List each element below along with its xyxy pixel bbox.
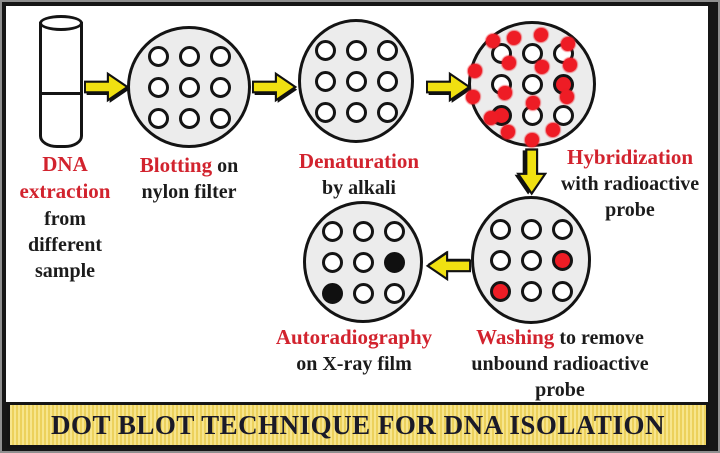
diagram-panel: DNA extraction from different sample Blo… — [6, 6, 708, 402]
label-dna-extraction-red: DNA extraction — [19, 152, 111, 204]
empty-dot — [521, 42, 543, 64]
empty-dot — [352, 282, 374, 304]
empty-dot — [314, 70, 336, 92]
label-autoradiography: Autoradiography on X-ray film — [264, 324, 444, 377]
radioactive-probe-speckle — [498, 86, 512, 100]
empty-dot — [352, 220, 374, 242]
radioactive-probe-speckle — [466, 90, 480, 104]
empty-dot — [489, 249, 511, 271]
label-washing-black: to remove unbound radioactive probe — [471, 327, 649, 402]
membrane-hybridization — [466, 21, 596, 147]
radioactive-probe-speckle — [560, 90, 574, 104]
radioactive-probe-speckle — [561, 37, 575, 51]
membrane-washing — [471, 196, 591, 324]
empty-dot — [376, 70, 398, 92]
empty-dot — [552, 104, 574, 126]
empty-dot — [345, 101, 367, 123]
dot-grid — [489, 218, 573, 302]
label-denaturation-red: Denaturation — [298, 149, 420, 173]
empty-dot — [345, 70, 367, 92]
title-banner: DOT BLOT TECHNIQUE FOR DNA ISOLATION — [7, 402, 709, 448]
empty-dot — [551, 280, 573, 302]
label-hybridization-black: with radioactive probe — [560, 173, 700, 222]
empty-dot — [314, 101, 336, 123]
radioactive-probe-speckle — [502, 56, 516, 70]
empty-dot — [321, 251, 343, 273]
empty-dot — [520, 218, 542, 240]
empty-dot — [147, 45, 169, 67]
diagram-title: DOT BLOT TECHNIQUE FOR DNA ISOLATION — [51, 409, 665, 440]
empty-dot — [376, 39, 398, 61]
arrow-right-icon — [252, 71, 298, 103]
red-dot — [489, 280, 511, 302]
empty-dot — [352, 251, 374, 273]
label-blotting-red: Blotting — [139, 153, 213, 177]
black-dot — [321, 282, 343, 304]
membrane-blotting — [127, 26, 251, 148]
empty-dot — [345, 39, 367, 61]
radioactive-probe-speckle — [501, 125, 515, 139]
empty-dot — [178, 107, 200, 129]
label-hybridization: Hybridization with radioactive probe — [549, 144, 711, 223]
label-blotting: Blotting on nylon filter — [114, 152, 264, 205]
empty-dot — [178, 45, 200, 67]
label-blotting-black: on nylon filter — [141, 155, 239, 204]
empty-dot — [520, 280, 542, 302]
empty-dot — [209, 45, 231, 67]
empty-dot — [178, 76, 200, 98]
empty-dot — [551, 218, 573, 240]
dot-grid — [147, 45, 231, 129]
label-autoradiography-red: Autoradiography — [275, 325, 433, 349]
radioactive-probe-speckle — [486, 34, 500, 48]
label-hybridization-red: Hybridization — [566, 145, 693, 169]
empty-dot — [376, 101, 398, 123]
label-dna-extraction-black: from different sample — [27, 207, 103, 282]
arrow-right-icon — [426, 71, 472, 103]
radioactive-probe-speckle — [525, 133, 539, 147]
test-tube-liquid-level — [41, 92, 81, 95]
label-denaturation: Denaturation by alkali — [284, 148, 434, 201]
radioactive-probe-speckle — [563, 58, 577, 72]
empty-dot — [383, 282, 405, 304]
radioactive-probe-speckle — [546, 123, 560, 137]
radioactive-probe-speckle — [468, 64, 482, 78]
test-tube-icon — [39, 22, 83, 148]
radioactive-probe-speckle — [534, 28, 548, 42]
empty-dot — [209, 107, 231, 129]
black-dot — [383, 251, 405, 273]
empty-dot — [314, 39, 336, 61]
empty-dot — [321, 220, 343, 242]
membrane-denaturation — [298, 19, 414, 143]
empty-dot — [521, 73, 543, 95]
label-denaturation-black: by alkali — [322, 177, 396, 200]
empty-dot — [520, 249, 542, 271]
radioactive-probe-speckle — [535, 60, 549, 74]
dot-grid — [314, 39, 398, 123]
radioactive-probe-speckle — [507, 31, 521, 45]
radioactive-probe-speckle — [526, 96, 540, 110]
membrane-autoradiography — [303, 201, 423, 323]
test-tube-opening — [39, 15, 83, 31]
label-washing: Washing to remove unbound radioactive pr… — [454, 324, 666, 403]
empty-dot — [147, 107, 169, 129]
label-washing-red: Washing — [476, 325, 555, 349]
empty-dot — [209, 76, 231, 98]
label-dna-extraction: DNA extraction from different sample — [8, 151, 122, 284]
radioactive-probe-speckle — [484, 111, 498, 125]
arrow-down-icon — [514, 148, 547, 196]
red-dot — [551, 249, 573, 271]
empty-dot — [383, 220, 405, 242]
label-autoradiography-black: on X-ray film — [296, 353, 412, 376]
empty-dot — [489, 218, 511, 240]
dot-grid — [321, 220, 405, 304]
arrow-right-icon — [84, 71, 130, 103]
dot-grid — [490, 42, 574, 126]
empty-dot — [147, 76, 169, 98]
arrow-left-icon — [425, 250, 471, 282]
